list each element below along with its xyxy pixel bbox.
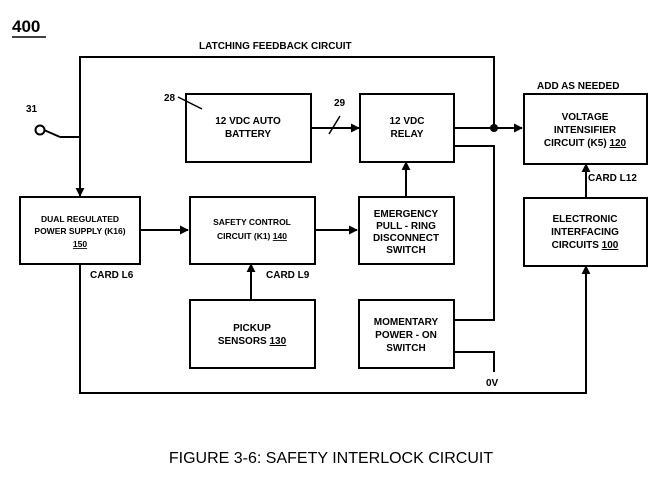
electronic-interfacing-block: ELECTRONIC INTERFACING CIRCUITS 100 [523,197,648,267]
interfacing-line3: CIRCUITS 100 [552,240,619,251]
card-l9: CARD L9 [266,270,310,281]
relay-line2: RELAY [391,129,424,140]
safety-line2: CIRCUIT (K1) 140 [217,231,287,241]
emergency-line4: SWITCH [386,245,425,256]
figure-caption: FIGURE 3-6: SAFETY INTERLOCK CIRCUIT [169,450,493,467]
emergency-switch-block: EMERGENCY PULL - RING DISCONNECT SWITCH [358,196,455,265]
power-supply-block: DUAL REGULATED POWER SUPPLY (K16) 150 [19,196,141,265]
emergency-line1: EMERGENCY [374,209,439,220]
safety-ref: 140 [273,231,287,241]
interfacing-line1: ELECTRONIC [553,214,618,225]
momentary-switch-block: MOMENTARY POWER - ON SWITCH [358,299,455,369]
pickup-line2: SENSORS 130 [218,336,287,347]
latching-feedback-wire [75,56,495,197]
card-l12: CARD L12 [588,173,637,184]
safety-line1: SAFETY CONTROL [213,217,291,227]
terminal-31-lead [43,129,61,138]
latching-feedback-label: LATCHING FEEDBACK CIRCUIT [199,41,352,52]
voltage-intensifier-block: VOLTAGE INTENSIFIER CIRCUIT (K5) 120 [523,93,648,165]
interfacing-ref: 100 [602,240,619,251]
momentary-to-ground-wire [454,351,495,372]
card-l6: CARD L6 [90,270,134,281]
battery-line2: BATTERY [225,129,271,140]
supply-to-interfacing-wire [79,264,591,394]
intensifier-ref: 120 [609,138,626,149]
pickup-sensors-block: PICKUP SENSORS 130 [189,299,316,369]
supply-ref: 150 [73,239,87,249]
junction-dot [490,124,498,132]
intensifier-line1: VOLTAGE [562,112,609,123]
momentary-line3: SWITCH [386,343,425,354]
battery-block: 12 VDC AUTO BATTERY [185,93,312,163]
ref-31: 31 [26,104,38,115]
safety-control-block: SAFETY CONTROL CIRCUIT (K1) 140 [189,196,316,265]
ref-29: 29 [334,98,346,109]
intensifier-line2: INTENSIFIER [554,125,617,136]
add-as-needed-label: ADD AS NEEDED [537,81,619,92]
intensifier-line3: CIRCUIT (K5) 120 [544,138,627,149]
relay-line1: 12 VDC [389,116,424,127]
battery-line1: 12 VDC AUTO [215,116,281,127]
ground-0v: 0V [486,378,499,389]
ref-28: 28 [164,93,176,104]
emergency-line3: DISCONNECT [373,233,439,244]
interfacing-line2: INTERFACING [551,227,619,238]
emergency-line2: PULL - RING [376,221,436,232]
pickup-ref: 130 [270,336,287,347]
ref-28-leader [177,96,203,110]
pickup-line1: PICKUP [233,323,271,334]
figure-number: 400 [12,17,40,36]
supply-line1: DUAL REGULATED [41,214,119,224]
bus-slash-29 [328,115,341,135]
supply-line2: POWER SUPPLY (K16) [34,226,125,236]
relay-block: 12 VDC RELAY [359,93,455,163]
momentary-line1: MOMENTARY [374,317,439,328]
terminal-31 [34,124,46,136]
momentary-line2: POWER - ON [375,330,437,341]
